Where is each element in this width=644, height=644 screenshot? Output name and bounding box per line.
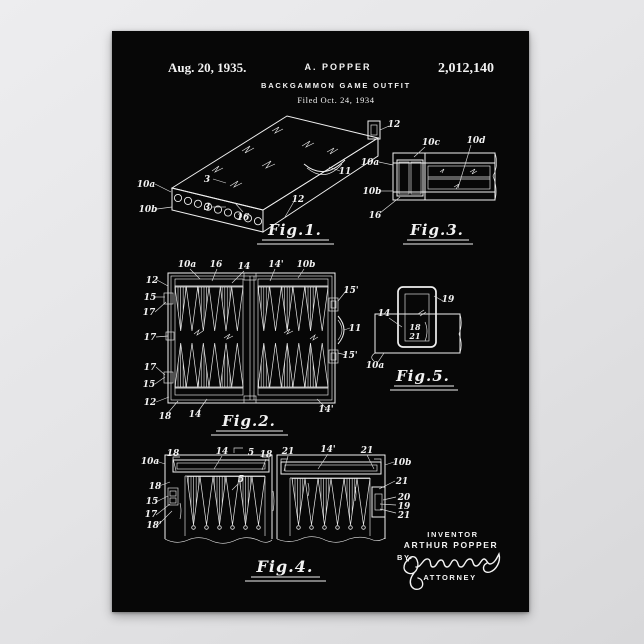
ref-numeral: 10b	[393, 458, 412, 468]
figure-4-points	[187, 477, 370, 530]
patent-artwork: Aug. 20, 1935. A. POPPER 2,012,140 BACKG…	[112, 31, 529, 612]
ref-numeral: 17	[144, 363, 157, 373]
ref-numeral: 18	[260, 450, 273, 460]
ref-numeral: 14'	[318, 405, 333, 415]
ref-numeral: 18	[149, 482, 162, 492]
figure-1-side-face	[263, 138, 378, 232]
ref-numeral: 10a	[361, 158, 380, 168]
patent-number: 2,012,140	[438, 61, 494, 76]
figure-2-points	[175, 287, 328, 387]
ref-numeral: 10a	[178, 260, 197, 270]
ref-numeral: 14'	[268, 260, 283, 270]
figure-2-label: Fig.2.	[221, 412, 276, 430]
figure-4-clasp	[168, 488, 178, 505]
ref-numeral: 19	[442, 295, 455, 305]
ref-numeral: 14'	[320, 445, 335, 455]
inventor-caption: INVENTOR	[427, 530, 478, 539]
ref-numeral: 17	[144, 333, 157, 343]
ref-numeral: 10a	[137, 180, 156, 190]
figure-2-drawing: 10a 16 14 14' 10b 12 15 17 17 17 15 12 1…	[143, 260, 362, 435]
ref-numeral: 5	[248, 448, 254, 458]
ref-numeral: 12	[144, 398, 157, 408]
ref-numeral: 5	[238, 475, 244, 485]
figure-1-label: Fig.1.	[267, 221, 322, 239]
patent-inventor-short: A. POPPER	[304, 62, 371, 72]
ref-numeral: 10b	[139, 205, 158, 215]
ref-numeral: 15'	[342, 351, 357, 361]
figure-3-drawing: 10c 10d 10a 10b 16 Fig.3.	[361, 136, 497, 244]
figure-4-drawing: 10a 18 14 5 18 21 14' 21 10b 21 20 19 21…	[141, 445, 412, 581]
figure-4-latch	[372, 487, 385, 517]
figure-1-front-face	[172, 188, 263, 232]
figure-4-label: Fig.4.	[256, 557, 314, 576]
ref-numeral: 10b	[363, 187, 382, 197]
inventor-name: ARTHUR POPPER	[404, 540, 498, 550]
ref-numeral: 10c	[422, 138, 441, 148]
ref-numeral: 3	[204, 175, 210, 185]
patent-header: Aug. 20, 1935. A. POPPER 2,012,140 BACKG…	[168, 60, 494, 105]
ref-numeral: 17	[145, 510, 158, 520]
attorney-signature	[404, 554, 499, 589]
ref-numeral: 18'	[146, 521, 161, 531]
ref-numeral: 16	[210, 260, 223, 270]
ref-numeral: 10a	[141, 457, 160, 467]
ref-numeral: 10d	[467, 136, 487, 146]
patent-date: Aug. 20, 1935.	[168, 60, 246, 75]
ref-numeral: 21	[360, 446, 374, 456]
ref-numeral: 16	[369, 211, 382, 221]
ref-numeral: 15	[146, 497, 159, 507]
ref-numeral: 10b	[297, 260, 316, 270]
figure-3-label: Fig.3.	[409, 221, 464, 239]
ref-numeral: 11	[349, 324, 362, 334]
ref-numeral: 18	[159, 412, 172, 422]
attorney-caption: ATTORNEY	[423, 573, 476, 582]
figure-3-checker-well	[397, 160, 423, 196]
ref-numeral: 3	[204, 203, 210, 213]
ref-numeral: 12	[292, 195, 305, 205]
ref-numeral: 12	[146, 276, 159, 286]
ref-numeral: 14	[189, 410, 202, 420]
ref-numeral: 11	[339, 167, 352, 177]
ref-numeral: 14	[238, 262, 251, 272]
ref-numeral: 21	[408, 331, 420, 341]
patent-filed-line: Filed Oct. 24, 1934	[297, 95, 374, 105]
patent-poster: Aug. 20, 1935. A. POPPER 2,012,140 BACKG…	[112, 31, 529, 612]
ref-numeral: 21	[281, 447, 295, 457]
figure-5-label: Fig.5.	[395, 367, 450, 385]
ref-numeral: 16	[237, 213, 250, 223]
figure-5-drawing: 19 14 18 21 10a Fig.5.	[366, 287, 461, 390]
ref-numeral: 15	[144, 293, 157, 303]
figure-2-handle	[338, 316, 344, 344]
ref-numeral: 12	[388, 120, 401, 130]
figure-2-marks	[194, 329, 318, 340]
signature-block: INVENTOR ARTHUR POPPER BY ATTORNEY	[397, 530, 499, 589]
figure-1-drawing: 3 3 10a 10b 16 12 11 12 Fig.1.	[137, 116, 400, 244]
figure-1-top-marks	[212, 127, 338, 187]
ref-numeral: 21	[397, 511, 411, 521]
ref-numeral: 21	[395, 477, 409, 487]
ref-numeral: 14	[378, 309, 391, 319]
ref-numeral: 17	[143, 308, 156, 318]
patent-title: BACKGAMMON GAME OUTFIT	[261, 81, 411, 90]
ref-numeral: 14	[216, 447, 229, 457]
ref-numeral: 15	[143, 380, 156, 390]
ref-numeral: 10a	[366, 361, 385, 371]
ref-numeral: 15'	[343, 286, 358, 296]
ref-numeral: 18	[167, 449, 180, 459]
